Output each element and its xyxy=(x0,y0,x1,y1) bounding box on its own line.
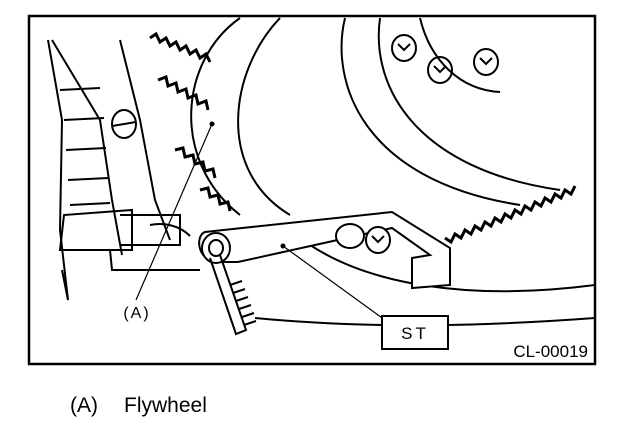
special-tool xyxy=(198,210,451,290)
leader-dot-flywheel xyxy=(209,121,215,127)
flywheel-bolts xyxy=(391,34,499,84)
callout-a: (A) xyxy=(123,305,150,322)
callout-st: ST xyxy=(401,324,429,343)
legend-label-flywheel: Flywheel xyxy=(124,394,207,417)
ring-gear-teeth xyxy=(149,31,577,245)
flywheel-body xyxy=(190,17,595,327)
callout-st-box xyxy=(381,315,449,350)
leader-lines xyxy=(135,123,386,321)
legend: (A) Flywheel xyxy=(70,394,207,418)
leader-dot-tool xyxy=(280,243,286,249)
figure-code: CL-00019 xyxy=(513,342,588,361)
threaded-bolt xyxy=(209,254,257,336)
legend-key-a: (A) xyxy=(70,394,98,417)
figure-frame xyxy=(27,14,597,366)
transmission-housing xyxy=(47,39,200,301)
